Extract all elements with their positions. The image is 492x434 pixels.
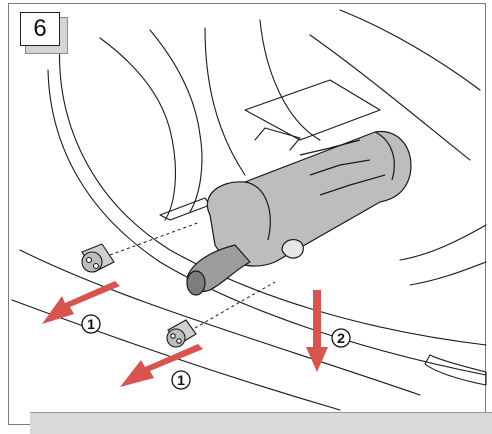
callout-2: 2 bbox=[331, 328, 351, 348]
floor-step-2 bbox=[254, 127, 301, 151]
muffler-icon bbox=[186, 130, 412, 296]
callout-1b: 1 bbox=[171, 370, 191, 390]
bracket bbox=[424, 354, 487, 386]
callout-1a: 1 bbox=[81, 314, 101, 334]
wheel-arch-inner bbox=[149, 29, 203, 213]
callout-label: 2 bbox=[337, 330, 345, 346]
bottom-panel bbox=[30, 412, 492, 434]
removal-arrow-icon bbox=[42, 281, 120, 324]
trunk-line bbox=[309, 34, 471, 161]
bumper-outline bbox=[58, 39, 487, 346]
rear-edge-2 bbox=[409, 261, 487, 286]
guide-line-1 bbox=[109, 221, 201, 256]
callout-label: 1 bbox=[87, 316, 95, 332]
step-number-badge: 6 bbox=[20, 12, 60, 46]
upper-line bbox=[204, 27, 246, 176]
removal-arrow-icon bbox=[120, 344, 203, 387]
callout-label: 1 bbox=[177, 372, 185, 388]
floor-step bbox=[244, 79, 381, 141]
bumper-outline-2 bbox=[47, 69, 487, 376]
rubber-mount-icon bbox=[166, 319, 197, 348]
rubber-mount-icon bbox=[81, 243, 115, 273]
wheel-arch bbox=[99, 37, 176, 221]
upper-line-2 bbox=[259, 19, 321, 141]
trunk-line-2 bbox=[339, 9, 481, 91]
body-line bbox=[19, 249, 421, 396]
rear-edge bbox=[399, 224, 487, 261]
removal-arrow-icon bbox=[306, 290, 328, 372]
